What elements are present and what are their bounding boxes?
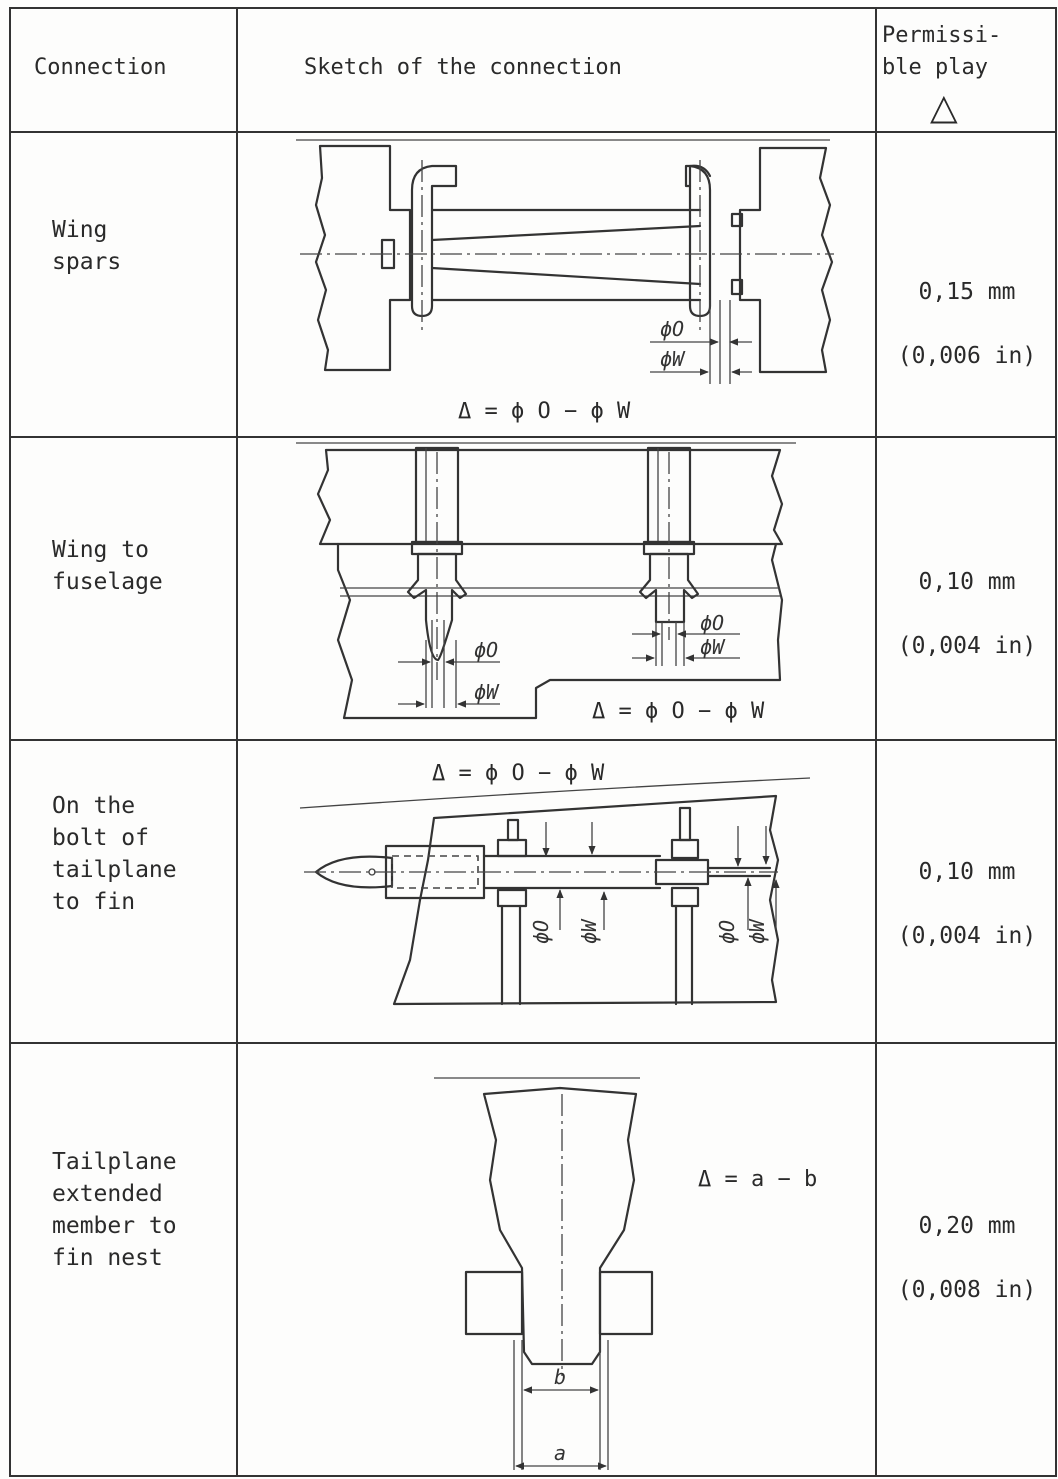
play-mm-row-2: 0,10 mm [918,569,1016,595]
play-in-row-4: (0,008 in) [897,1277,1037,1303]
play-in-row-1: (0,006 in) [897,343,1037,369]
formula-row3: Δ = ϕ O − ϕ W [432,761,605,786]
dim-label-w-row3-right: ϕW [745,918,769,944]
dim-label-w-row2-left: ϕW [474,680,500,704]
connection-label-tailplane-bolt: On the bolt of tailplane to fin [52,793,177,915]
dim-label-o-row1: ϕO [660,317,684,341]
sketch-wing-spars: ϕO ϕW Δ = ϕ O − ϕ W [296,139,834,424]
header-sketch: Sketch of the connection [304,55,622,80]
dim-label-w-row3-left: ϕW [577,918,601,944]
dim-label-w-row2-right: ϕW [700,635,726,659]
dim-label-o-row3-left: ϕO [529,920,553,944]
dim-label-o-row2-left: ϕO [474,638,498,662]
header-play: Permissi- ble play [882,23,1002,80]
dim-label-o-row3-right: ϕO [715,920,739,944]
connection-label-wing-spars: Wing spars [52,217,122,275]
sketch-tailplane-bolt: Δ = ϕ O − ϕ W [299,761,811,1006]
delta-triangle-icon: △ [930,87,958,128]
connection-label-wing-fuselage: Wing to fuselage [52,537,163,595]
sketch-wing-fuselage: ϕO ϕW ϕO ϕW Δ = ϕ O − ϕ W [296,442,796,724]
play-mm-row-1: 0,15 mm [918,279,1016,305]
play-mm-row-4: 0,20 mm [918,1213,1016,1239]
dim-label-w-row1: ϕW [660,347,686,371]
formula-row4: Δ = a − b [698,1167,817,1192]
header-connection: Connection [34,55,167,80]
sketch-extended-member: b a Δ = a − b [434,1077,817,1470]
dim-label-a: a [554,1441,566,1465]
dim-label-o-row2-right: ϕO [700,611,724,635]
play-mm-row-3: 0,10 mm [918,859,1016,885]
dim-label-b: b [554,1365,566,1389]
formula-row2: Δ = ϕ O − ϕ W [592,699,765,724]
play-in-row-3: (0,004 in) [897,923,1037,949]
connection-label-extended-member: Tailplane extended member to fin nest [52,1149,177,1271]
formula-row1: Δ = ϕ O − ϕ W [458,399,631,424]
play-in-row-2: (0,004 in) [897,633,1037,659]
